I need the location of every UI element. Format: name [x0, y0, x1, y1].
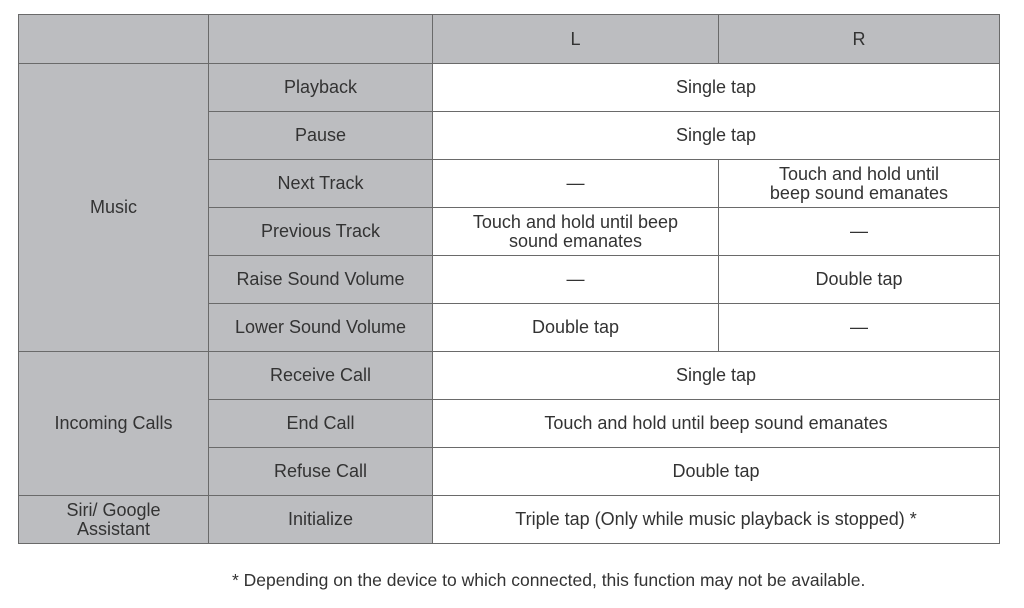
table-row: Lower Sound Volume Double tap —	[19, 303, 1000, 352]
right-cell: Double tap	[718, 255, 1000, 304]
action-cell: Previous Track	[208, 207, 433, 256]
both-cell: Double tap	[432, 447, 1000, 496]
both-cell: Single tap	[432, 111, 1000, 160]
table-row: End Call Touch and hold until beep sound…	[19, 399, 1000, 448]
group-music: Music	[18, 63, 209, 352]
controls-table: L R Music Playback Single tap Pause Sing…	[18, 14, 1000, 544]
table-row: Previous Track Touch and hold until beep…	[19, 207, 1000, 256]
action-cell: Lower Sound Volume	[208, 303, 433, 352]
action-cell: Raise Sound Volume	[208, 255, 433, 304]
table-row: Incoming Calls Receive Call Single tap	[18, 351, 1000, 496]
header-left: L	[432, 14, 719, 64]
table-row: Music Playback Single tap	[18, 63, 1000, 352]
footnote: * Depending on the device to which conne…	[232, 570, 866, 590]
header-right: R	[718, 14, 1000, 64]
action-cell: Receive Call	[208, 351, 433, 400]
right-cell: —	[718, 303, 1000, 352]
right-cell: Touch and hold until beep sound emanates	[718, 159, 1000, 208]
table-row: Siri/ Google Assistant Initialize Triple…	[18, 495, 1000, 544]
action-cell: Playback	[208, 63, 433, 112]
action-cell: Next Track	[208, 159, 433, 208]
action-cell: End Call	[208, 399, 433, 448]
action-cell: Initialize	[208, 495, 433, 544]
both-cell: Single tap	[432, 63, 1000, 112]
both-cell: Touch and hold until beep sound emanates	[432, 399, 1000, 448]
left-cell: Touch and hold until beep sound emanates	[432, 207, 719, 256]
left-cell: —	[432, 255, 719, 304]
header-blank-1	[18, 14, 209, 64]
left-cell: Double tap	[432, 303, 719, 352]
table-row: Refuse Call Double tap	[19, 447, 1000, 496]
header-row: L R	[18, 14, 1000, 64]
action-cell: Pause	[208, 111, 433, 160]
table-row: Pause Single tap	[19, 111, 1000, 160]
group-incoming-calls: Incoming Calls	[18, 351, 209, 496]
both-cell: Single tap	[432, 351, 1000, 400]
group-assistant: Siri/ Google Assistant	[18, 495, 209, 544]
table-row: Next Track — Touch and hold until beep s…	[19, 159, 1000, 208]
action-cell: Refuse Call	[208, 447, 433, 496]
right-cell: —	[718, 207, 1000, 256]
both-cell: Triple tap (Only while music playback is…	[432, 495, 1000, 544]
header-blank-2	[208, 14, 433, 64]
left-cell: —	[432, 159, 719, 208]
